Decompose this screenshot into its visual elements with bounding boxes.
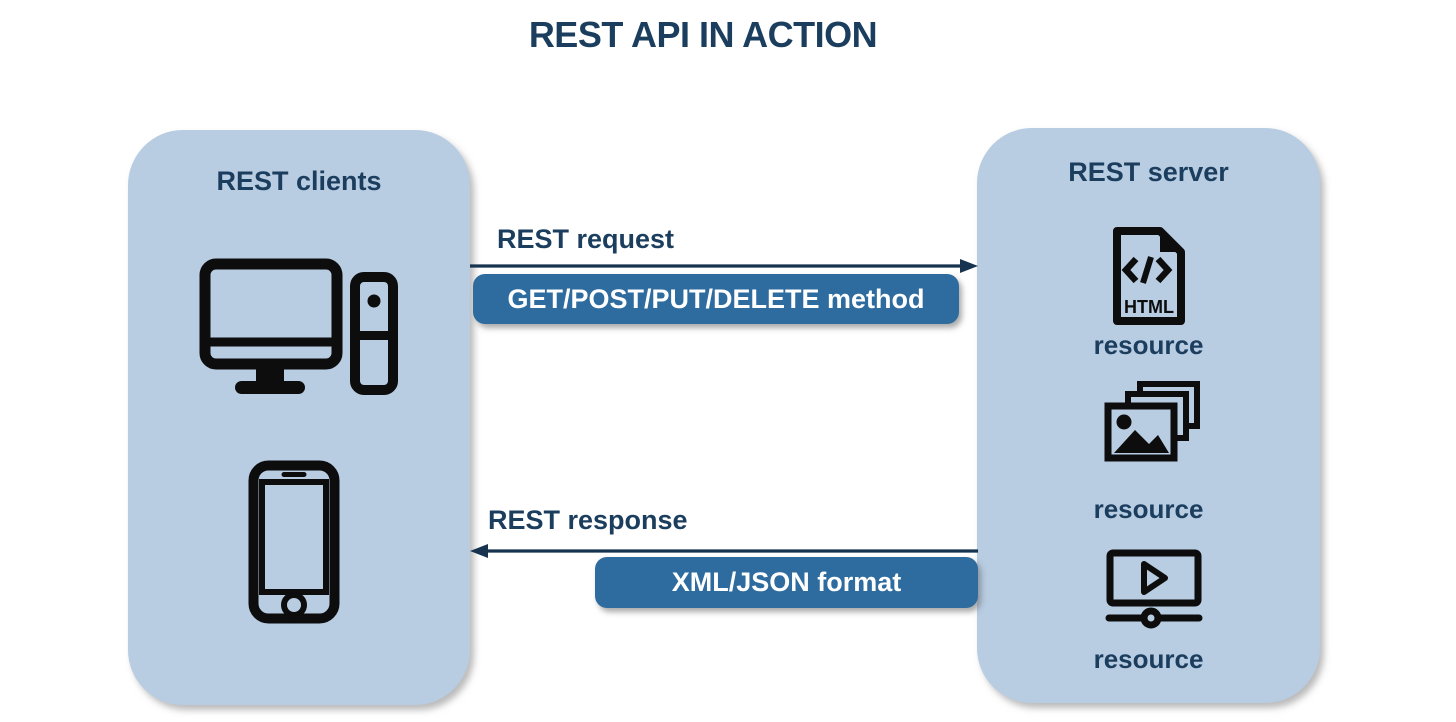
resource-label: resource [1093,330,1204,360]
video-player-icon [1105,549,1203,629]
rest-server-box: REST server HTML resource resource resou… [977,128,1320,703]
image-stack-icon [1104,381,1200,462]
response-format-badge: XML/JSON format [595,557,978,608]
server-box-title: REST server [1068,157,1229,187]
rest-response-label: REST response [488,505,688,535]
smartphone-icon [248,460,340,624]
desktop-computer-icon [199,258,398,395]
rest-request-label: REST request [497,224,675,254]
html-file-icon: HTML [1113,227,1185,325]
svg-text:HTML: HTML [1124,297,1174,317]
client-box-title: REST clients [216,166,382,196]
page-title: REST API IN ACTION [528,14,878,55]
resource-label: resource [1093,644,1204,674]
rest-clients-box: REST clients [128,130,470,705]
rest-response-arrow [470,544,978,558]
request-method-badge: GET/POST/PUT/DELETE method [473,274,959,324]
resource-label: resource [1093,494,1204,524]
rest-request-arrow [470,259,978,273]
